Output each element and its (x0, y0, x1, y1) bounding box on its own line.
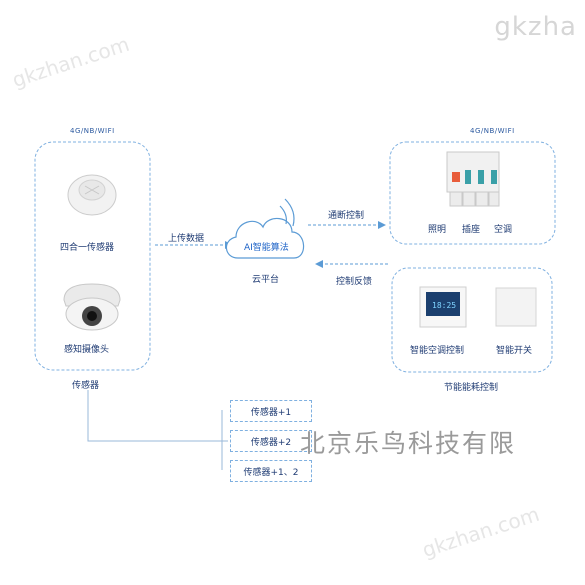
air-conditioner-label: 空调 (494, 225, 513, 235)
sensor-group-caption: 传感器 (72, 381, 100, 391)
four-in-one-sensor-icon (67, 174, 117, 216)
company-watermark-text: 北京乐鸟科技有限 (300, 429, 517, 458)
cloud-platform-caption: 云平台 (252, 275, 280, 285)
sensor-stack-label: 传感器+1 (250, 408, 292, 418)
upload-data-label: 上传数据 (168, 234, 205, 244)
stack-connector (87, 390, 228, 442)
sensor-stack-label: 传感器+1、2 (243, 468, 299, 478)
socket-label: 插座 (462, 225, 481, 235)
camera-icon (63, 283, 121, 331)
energy-control-caption: 节能能耗控制 (444, 383, 499, 393)
sensor-stack-item-3: 传感器+1、2 (230, 460, 312, 482)
camera-label: 感知摄像头 (64, 345, 110, 355)
switch-control-label: 通断控制 (328, 211, 365, 221)
sensor-group-box (34, 141, 151, 371)
sensor-stack-item-1: 传感器+1 (230, 400, 312, 422)
four-in-one-sensor-label: 四合一传感器 (60, 243, 115, 253)
lighting-label: 照明 (428, 225, 447, 235)
ai-algorithm-label: AI智能算法 (244, 243, 289, 253)
sensor-stack-item-2: 传感器+2 (230, 430, 312, 452)
thermostat-icon: 18:25 (419, 286, 467, 328)
circuit-breaker-icon (446, 151, 500, 207)
smart-switch-label: 智能开关 (496, 346, 533, 356)
watermark-text: gkzha (494, 12, 577, 42)
cloud-icon (225, 198, 305, 259)
control-feedback-label: 控制反馈 (336, 277, 373, 287)
smart-switch-icon (495, 287, 537, 327)
right-network-label: 4G/NB/WIFI (470, 127, 515, 135)
svg-text:18:25: 18:25 (432, 301, 456, 310)
breaker-group-box (389, 141, 556, 245)
smart-ac-control-label: 智能空调控制 (410, 346, 465, 356)
left-network-label: 4G/NB/WIFI (70, 127, 115, 135)
sensor-stack-label: 传感器+2 (250, 438, 292, 448)
